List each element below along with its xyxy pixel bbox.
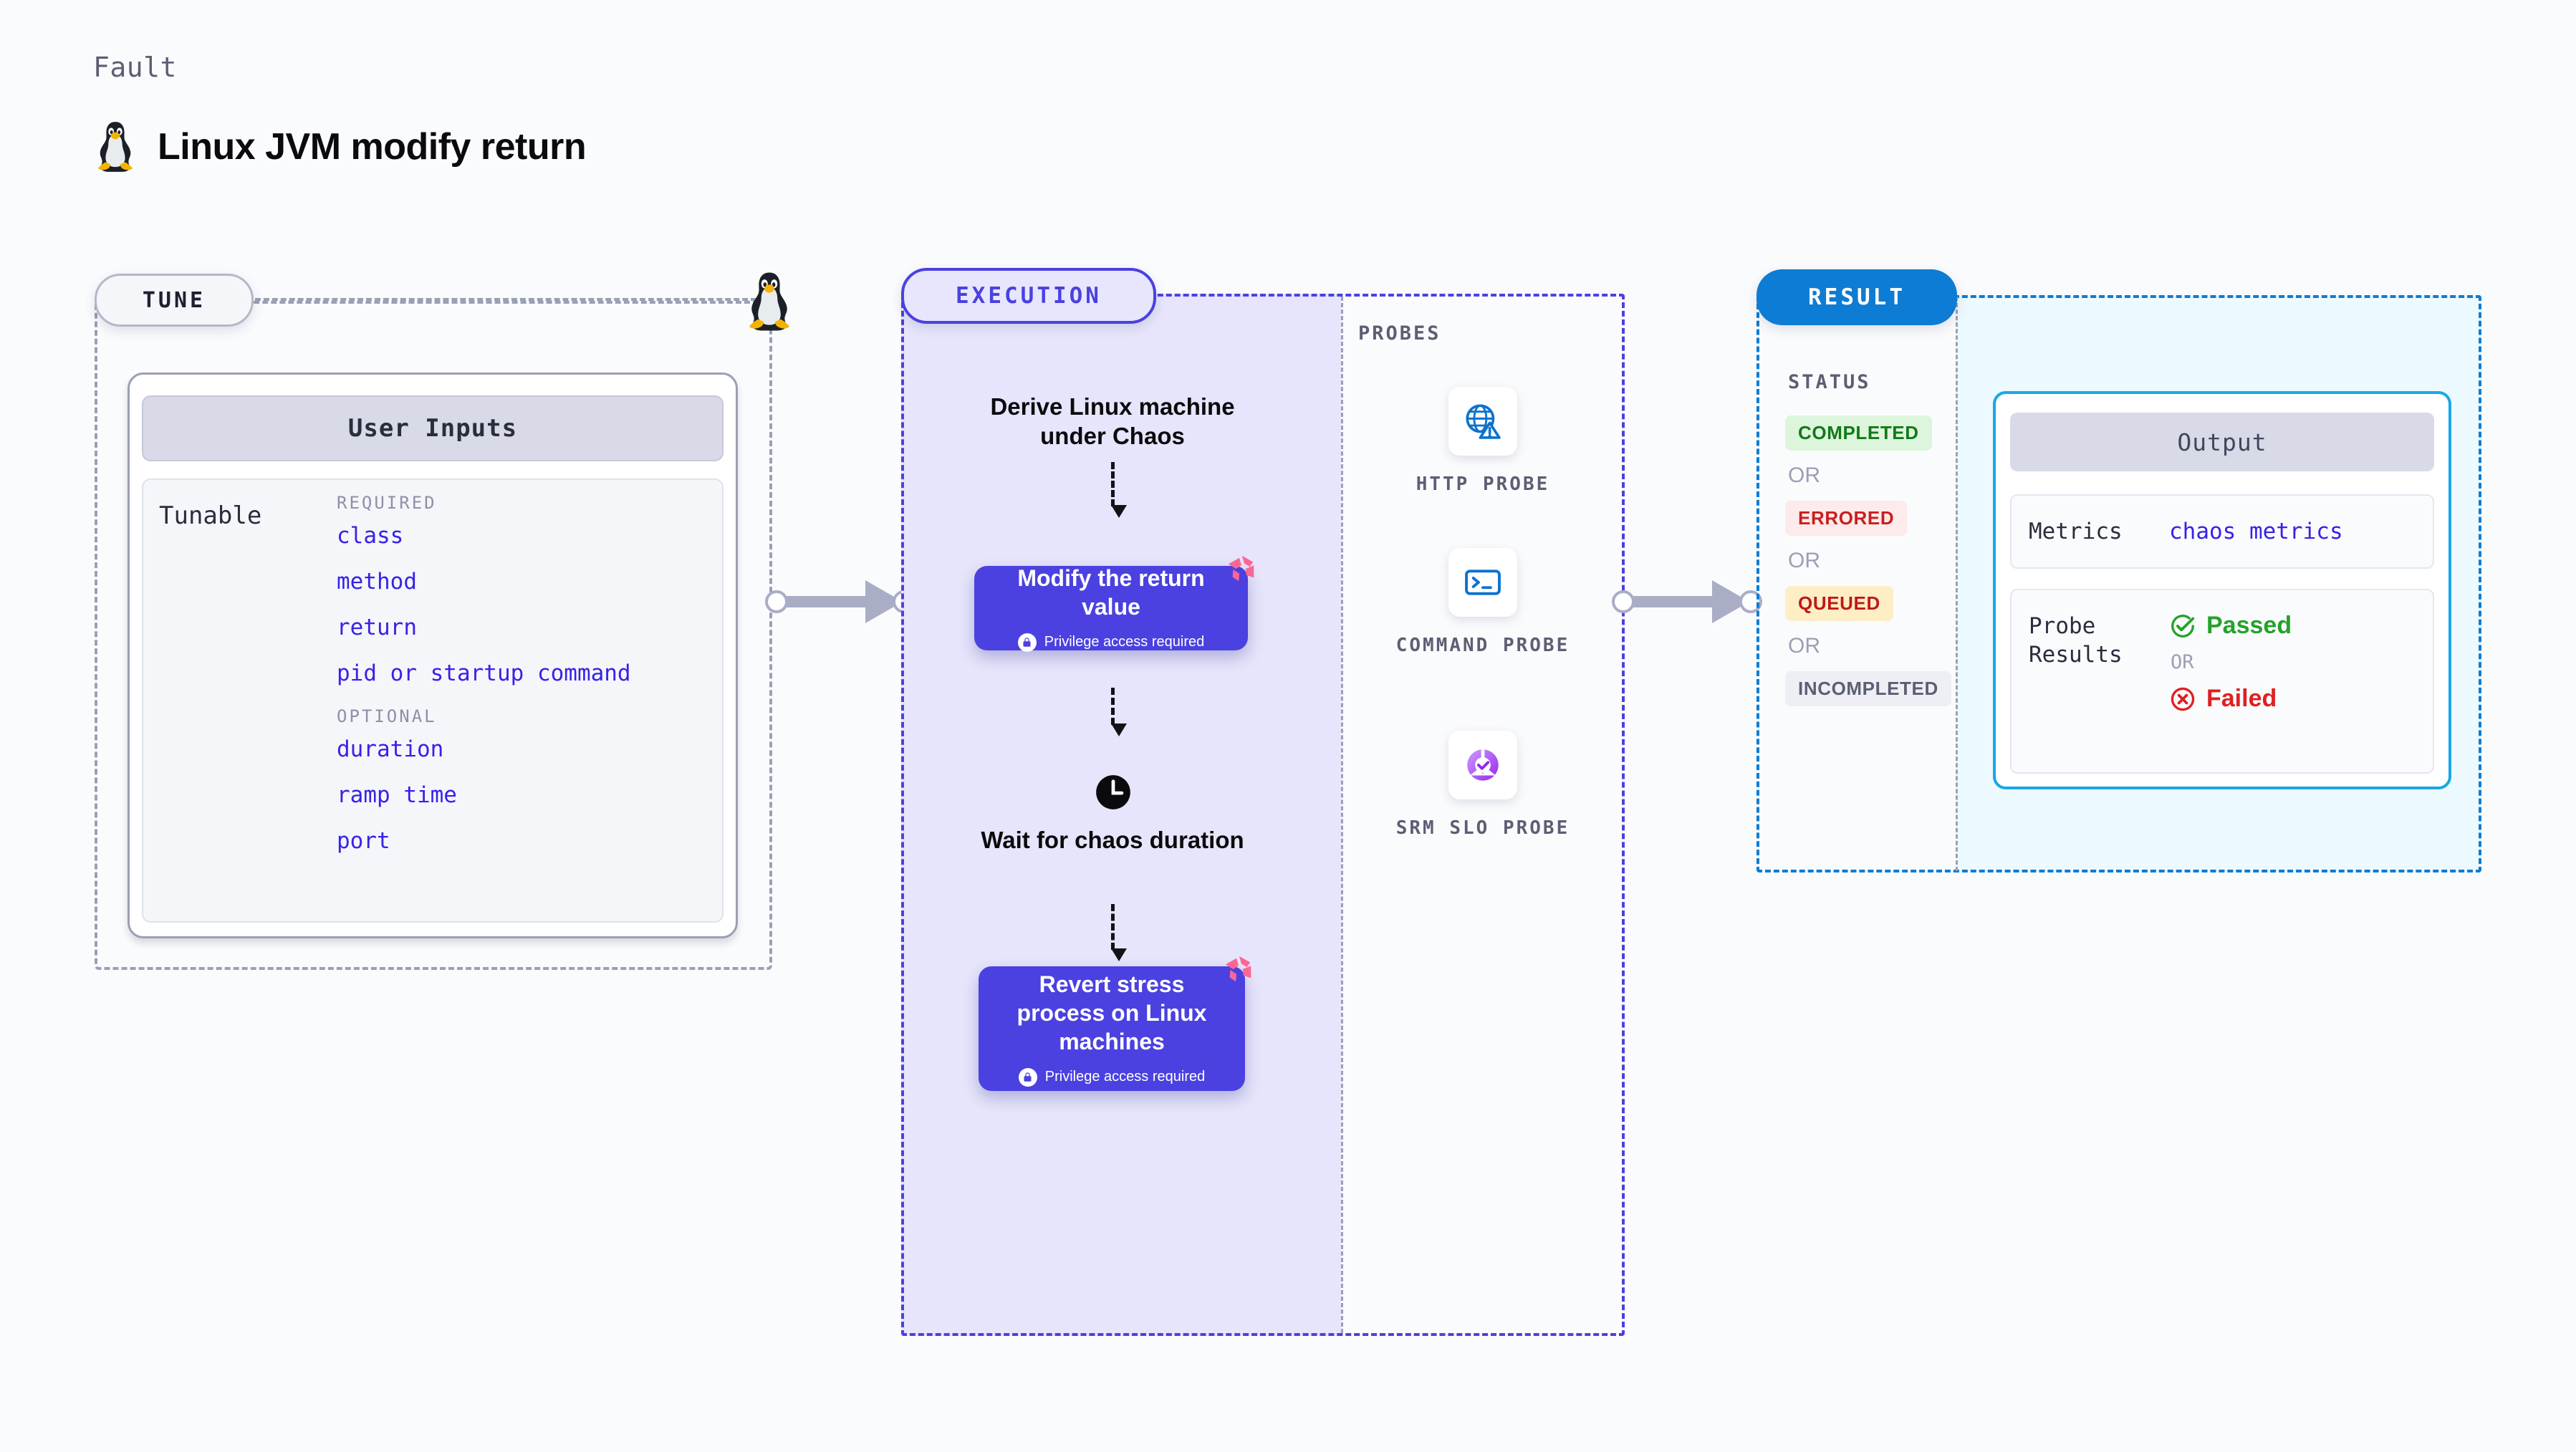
probes-label: PROBES: [1358, 322, 1441, 345]
privilege-note-text: Privilege access required: [1044, 1069, 1206, 1085]
status-list: COMPLETED OR ERRORED OR QUEUED OR INCOMP…: [1785, 415, 1957, 706]
status-badge-errored: ERRORED: [1785, 501, 1908, 536]
tune-region: [95, 301, 772, 970]
clock-icon: [1096, 775, 1130, 809]
tunable-item[interactable]: pid or startup command: [337, 660, 631, 686]
execution-chip[interactable]: EXECUTION: [901, 268, 1156, 324]
execution-card-revert-stress[interactable]: Revert stress process on Linux machines …: [979, 956, 1251, 1091]
result-divider: [1956, 297, 1958, 871]
result-region: [1756, 295, 2481, 872]
privilege-note: Privilege access required: [1018, 1067, 1206, 1087]
user-inputs-title: User Inputs: [142, 395, 724, 461]
tunable-item[interactable]: port: [337, 828, 390, 854]
probes-divider: [1341, 297, 1343, 1333]
execution-card-modify-return[interactable]: Modify the return value Privilege access…: [974, 555, 1254, 652]
flow-arrow-1: [1111, 462, 1127, 519]
or-separator: OR: [1788, 634, 1820, 658]
status-badge-queued: QUEUED: [1785, 586, 1893, 621]
litmus-logo-icon: [1228, 555, 1254, 582]
probe-label: SRM SLO PROBE: [1395, 817, 1570, 839]
or-separator: OR: [2171, 651, 2194, 673]
status-badge-incompleted: INCOMPLETED: [1785, 671, 1951, 706]
x-circle-icon: [2171, 687, 2195, 711]
or-separator: OR: [1788, 549, 1820, 572]
flow-arrow-2: [1111, 688, 1127, 738]
tunable-item[interactable]: method: [337, 569, 417, 595]
fault-kicker-label: Fault: [93, 52, 177, 83]
tunable-list: REQUIRED class method return pid or star…: [337, 493, 709, 874]
status-label: STATUS: [1788, 371, 1871, 393]
tunable-item[interactable]: duration: [337, 736, 444, 762]
slo-check-icon: [1448, 731, 1517, 799]
page-title: Linux JVM modify return: [158, 126, 587, 168]
execution-fill: [901, 294, 1341, 1336]
probe-srm-slo[interactable]: SRM SLO PROBE: [1393, 731, 1572, 841]
tune-chip[interactable]: TUNE: [95, 274, 254, 327]
probe-results-row: Probe Results Passed OR Failed: [2010, 589, 2434, 774]
metrics-row: Metrics chaos metrics: [2010, 494, 2434, 569]
probe-result-failed: Failed: [2169, 685, 2292, 713]
tunable-item[interactable]: class: [337, 523, 404, 549]
tune-top-dashed-line: [255, 298, 756, 301]
tux-penguin-icon: [97, 122, 133, 172]
probe-http[interactable]: HTTP PROBE: [1393, 387, 1572, 497]
lock-icon: [1017, 633, 1037, 652]
metrics-value[interactable]: chaos metrics: [2169, 519, 2343, 544]
failed-label: Failed: [2206, 685, 2277, 712]
terminal-icon: [1448, 548, 1517, 617]
connector-tune-to-execution: [765, 580, 915, 623]
probe-result-passed: Passed: [2169, 612, 2292, 640]
output-title: Output: [2010, 413, 2434, 471]
probe-results-key: Probe Results: [2029, 613, 2123, 668]
fault-title-row: Linux JVM modify return: [93, 120, 587, 173]
tux-connector-icon: [744, 271, 795, 332]
or-separator: OR: [1788, 463, 1820, 487]
result-chip[interactable]: RESULT: [1756, 269, 1957, 325]
lock-icon: [1018, 1067, 1037, 1087]
tunable-label: Tunable: [159, 501, 262, 530]
execution-card-title: Revert stress process on Linux machines: [1017, 971, 1207, 1054]
globe-alert-icon: [1448, 387, 1517, 456]
execution-region: [901, 294, 1625, 1336]
probe-command[interactable]: COMMAND PROBE: [1393, 548, 1572, 658]
connector-execution-to-result: [1612, 580, 1762, 623]
execution-step-wait: Wait for chaos duration: [981, 827, 1244, 853]
tunable-item[interactable]: ramp time: [337, 782, 457, 808]
passed-label: Passed: [2206, 612, 2292, 639]
tunable-panel: [142, 479, 724, 923]
flow-arrow-3: [1111, 904, 1127, 963]
tunable-item[interactable]: return: [337, 615, 417, 640]
tunable-group-heading: REQUIRED: [337, 493, 437, 513]
check-circle-icon: [2171, 614, 2195, 638]
status-badge-completed: COMPLETED: [1785, 415, 1932, 451]
probe-label: HTTP PROBE: [1416, 473, 1550, 495]
execution-card-title: Modify the return value: [1017, 565, 1205, 620]
probe-label: COMMAND PROBE: [1395, 635, 1570, 656]
execution-step-derive: Derive Linux machine under Chaos: [990, 393, 1235, 450]
privilege-note: Privilege access required: [1017, 633, 1205, 652]
privilege-note-text: Privilege access required: [1044, 634, 1205, 650]
metrics-key: Metrics: [2029, 518, 2123, 544]
tunable-group-heading: OPTIONAL: [337, 706, 437, 726]
litmus-logo-icon: [1225, 956, 1251, 982]
